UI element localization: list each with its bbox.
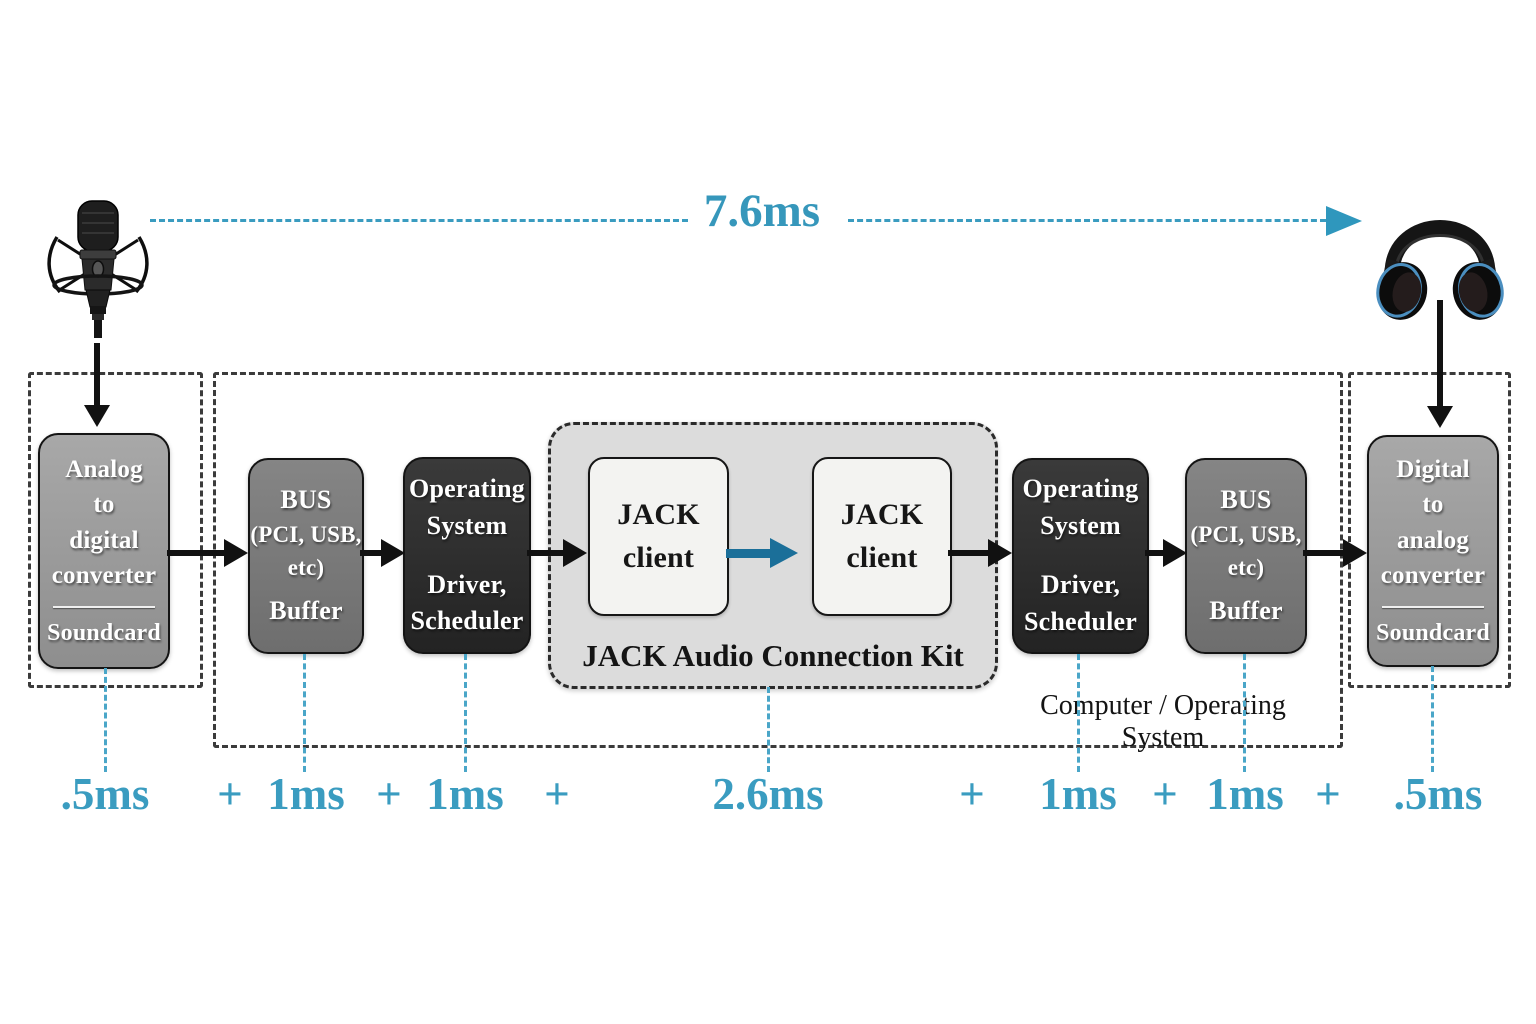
total-latency-dashed-line	[150, 219, 688, 222]
node-text: Operating	[1022, 474, 1139, 504]
node-text: BUS	[280, 485, 332, 515]
latency-plus: +	[959, 769, 985, 819]
total-latency-arrowhead-icon	[1326, 206, 1362, 236]
node-bus-out: BUS (PCI, USB, etc) Buffer	[1185, 458, 1307, 654]
flow-arrow	[527, 539, 587, 567]
flow-arrow	[167, 539, 248, 567]
node-text: JACK	[617, 497, 700, 531]
flow-arrow	[1303, 539, 1367, 567]
flow-arrow	[948, 539, 1012, 567]
node-text: Scheduler	[410, 606, 524, 636]
latency-bus-in: 1ms	[267, 769, 345, 819]
node-text: to	[1422, 491, 1444, 519]
divider	[52, 605, 156, 608]
node-text: BUS	[1220, 485, 1272, 515]
total-latency-label: 7.6ms	[703, 185, 821, 237]
node-dac: Digital to analog converter Soundcard	[1367, 435, 1499, 667]
latency-connector	[1077, 654, 1080, 772]
node-text: client	[846, 540, 918, 574]
soundcard-in-boundary	[28, 372, 203, 688]
node-text: Buffer	[269, 595, 343, 625]
latency-plus: +	[217, 769, 243, 819]
node-text: Digital	[1396, 455, 1470, 483]
latency-jack: 2.6ms	[712, 769, 824, 819]
latency-connector	[303, 654, 306, 772]
node-text: System	[426, 510, 508, 540]
node-text: etc)	[287, 555, 325, 580]
latency-connector	[1243, 654, 1246, 772]
latency-connector	[104, 668, 107, 772]
flow-arrow	[1145, 539, 1187, 567]
total-latency-dashed-line	[848, 219, 1326, 222]
node-os-in: Operating System Driver, Scheduler	[403, 457, 531, 654]
node-bus-in: BUS (PCI, USB, etc) Buffer	[248, 458, 364, 654]
node-text: converter	[1380, 562, 1486, 590]
node-text: (PCI, USB,	[250, 522, 362, 548]
node-jack-client-2: JACK client	[812, 457, 952, 616]
node-text: Operating	[409, 473, 525, 503]
node-text: Scheduler	[1023, 606, 1138, 636]
headphones-to-dac-arrow	[1427, 300, 1453, 428]
latency-connector	[464, 654, 467, 772]
mic-to-adc-arrow	[84, 343, 110, 427]
node-text: Soundcard	[47, 619, 161, 646]
node-text: etc)	[1227, 555, 1265, 580]
headphones-icon	[1372, 198, 1508, 328]
latency-plus: +	[376, 769, 402, 819]
node-jack-client-1: JACK client	[588, 457, 729, 616]
latency-dac: .5ms	[1393, 769, 1483, 819]
latency-bus-out: 1ms	[1206, 769, 1284, 819]
latency-plus: +	[1152, 769, 1178, 819]
latency-os-out: 1ms	[1039, 769, 1117, 819]
latency-connector	[1431, 666, 1434, 772]
latency-plus: +	[544, 769, 570, 819]
node-text: analog	[1396, 526, 1470, 554]
microphone-icon	[45, 195, 155, 350]
node-text: Buffer	[1209, 595, 1283, 625]
jack-kit-label: JACK Audio Connection Kit	[582, 638, 964, 673]
node-text: digital	[69, 526, 139, 554]
soundcard-out-boundary	[1348, 372, 1511, 688]
node-text: Soundcard	[1376, 619, 1490, 646]
node-text: converter	[51, 562, 157, 590]
computer-label: Computer / Operating System	[1040, 690, 1286, 753]
node-adc: Analog to digital converter Soundcard	[38, 433, 170, 669]
node-text: Analog	[65, 455, 143, 483]
jack-client-arrow	[726, 538, 798, 568]
node-text: Driver,	[427, 569, 507, 599]
flow-arrow	[360, 539, 405, 567]
node-text: JACK	[840, 497, 924, 531]
node-text: System	[1040, 511, 1121, 541]
latency-adc: .5ms	[60, 769, 150, 819]
latency-os-in: 1ms	[426, 769, 504, 819]
node-text: to	[93, 491, 115, 519]
node-text: (PCI, USB,	[1190, 522, 1302, 548]
node-os-out: Operating System Driver, Scheduler	[1012, 458, 1149, 654]
computer-boundary	[213, 372, 1343, 748]
node-text: client	[622, 540, 695, 574]
latency-plus: +	[1315, 769, 1341, 819]
node-text: Driver,	[1040, 570, 1121, 599]
divider	[1381, 605, 1485, 608]
latency-connector	[767, 687, 770, 772]
